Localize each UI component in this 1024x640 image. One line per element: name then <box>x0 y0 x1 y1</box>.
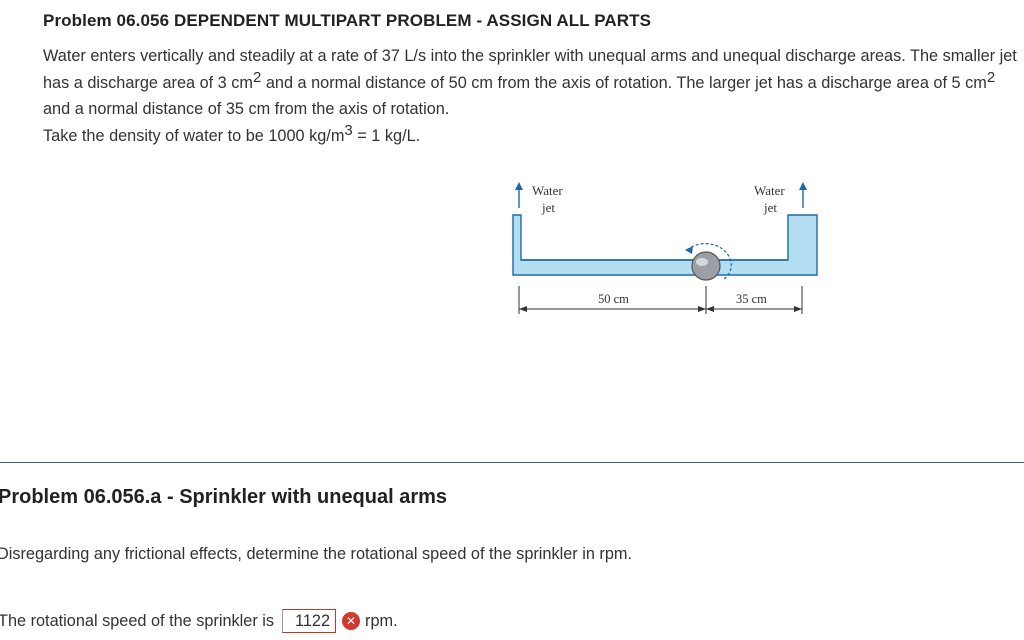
label-bg <box>595 290 637 306</box>
answer-prefix: The rotational speed of the sprinkler is <box>0 611 275 630</box>
answer-unit: rpm. <box>365 611 398 630</box>
rotation-arrowhead <box>685 246 693 254</box>
statement-text: Water enters vertically and steadily at … <box>43 47 1017 92</box>
problem-title: Problem 06.056 DEPENDENT MULTIPART PROBL… <box>43 11 652 30</box>
rotation-arrow <box>686 242 732 281</box>
statement-text: and a normal distance of 50 cm from the … <box>261 73 987 92</box>
x-icon: ✕ <box>342 612 361 630</box>
sprinkler-diagram: Water jet Water jet 50 cm 35 cm <box>512 182 818 314</box>
part-a-title: Problem 06.056.a - Sprinkler with unequa… <box>0 486 448 508</box>
right-jet-arrowhead <box>799 182 807 190</box>
label-bg <box>733 290 775 306</box>
left-jet-label: jet <box>541 200 555 215</box>
superscript: 2 <box>252 68 262 86</box>
superscript: 2 <box>986 68 996 86</box>
right-dimension-label: 35 cm <box>736 292 767 306</box>
sprinkler-figure: Water jet Water jet 50 cm 35 cm <box>505 178 835 328</box>
right-jet-label: jet <box>763 200 777 215</box>
right-jet-label: Water <box>754 183 785 198</box>
superscript: 3 <box>344 121 353 139</box>
answer-input[interactable]: 1122 <box>282 609 337 633</box>
dimension-arrowhead <box>698 306 706 312</box>
left-jet-arrowhead <box>515 182 523 190</box>
density-text: Take the density of water to be 1000 kg/… <box>43 126 345 145</box>
problem-statement: Water enters vertically and steadily at … <box>43 43 1018 149</box>
dimension-arrowhead <box>519 306 527 312</box>
left-dimension-label: 50 cm <box>598 292 629 306</box>
density-text: = 1 kg/L. <box>352 126 421 145</box>
left-jet-label: Water <box>532 183 563 198</box>
part-a-question: Disregarding any frictional effects, det… <box>0 545 632 563</box>
statement-text: and a normal distance of 35 cm from the … <box>43 100 450 118</box>
dimension-arrowhead <box>706 306 714 312</box>
hub-highlight <box>696 258 708 266</box>
dimension-arrowhead <box>794 306 802 312</box>
answer-row: The rotational speed of the sprinkler is… <box>0 608 398 634</box>
sprinkler-pipe <box>512 214 818 276</box>
rotation-hub <box>691 251 721 281</box>
section-divider <box>0 462 1024 463</box>
